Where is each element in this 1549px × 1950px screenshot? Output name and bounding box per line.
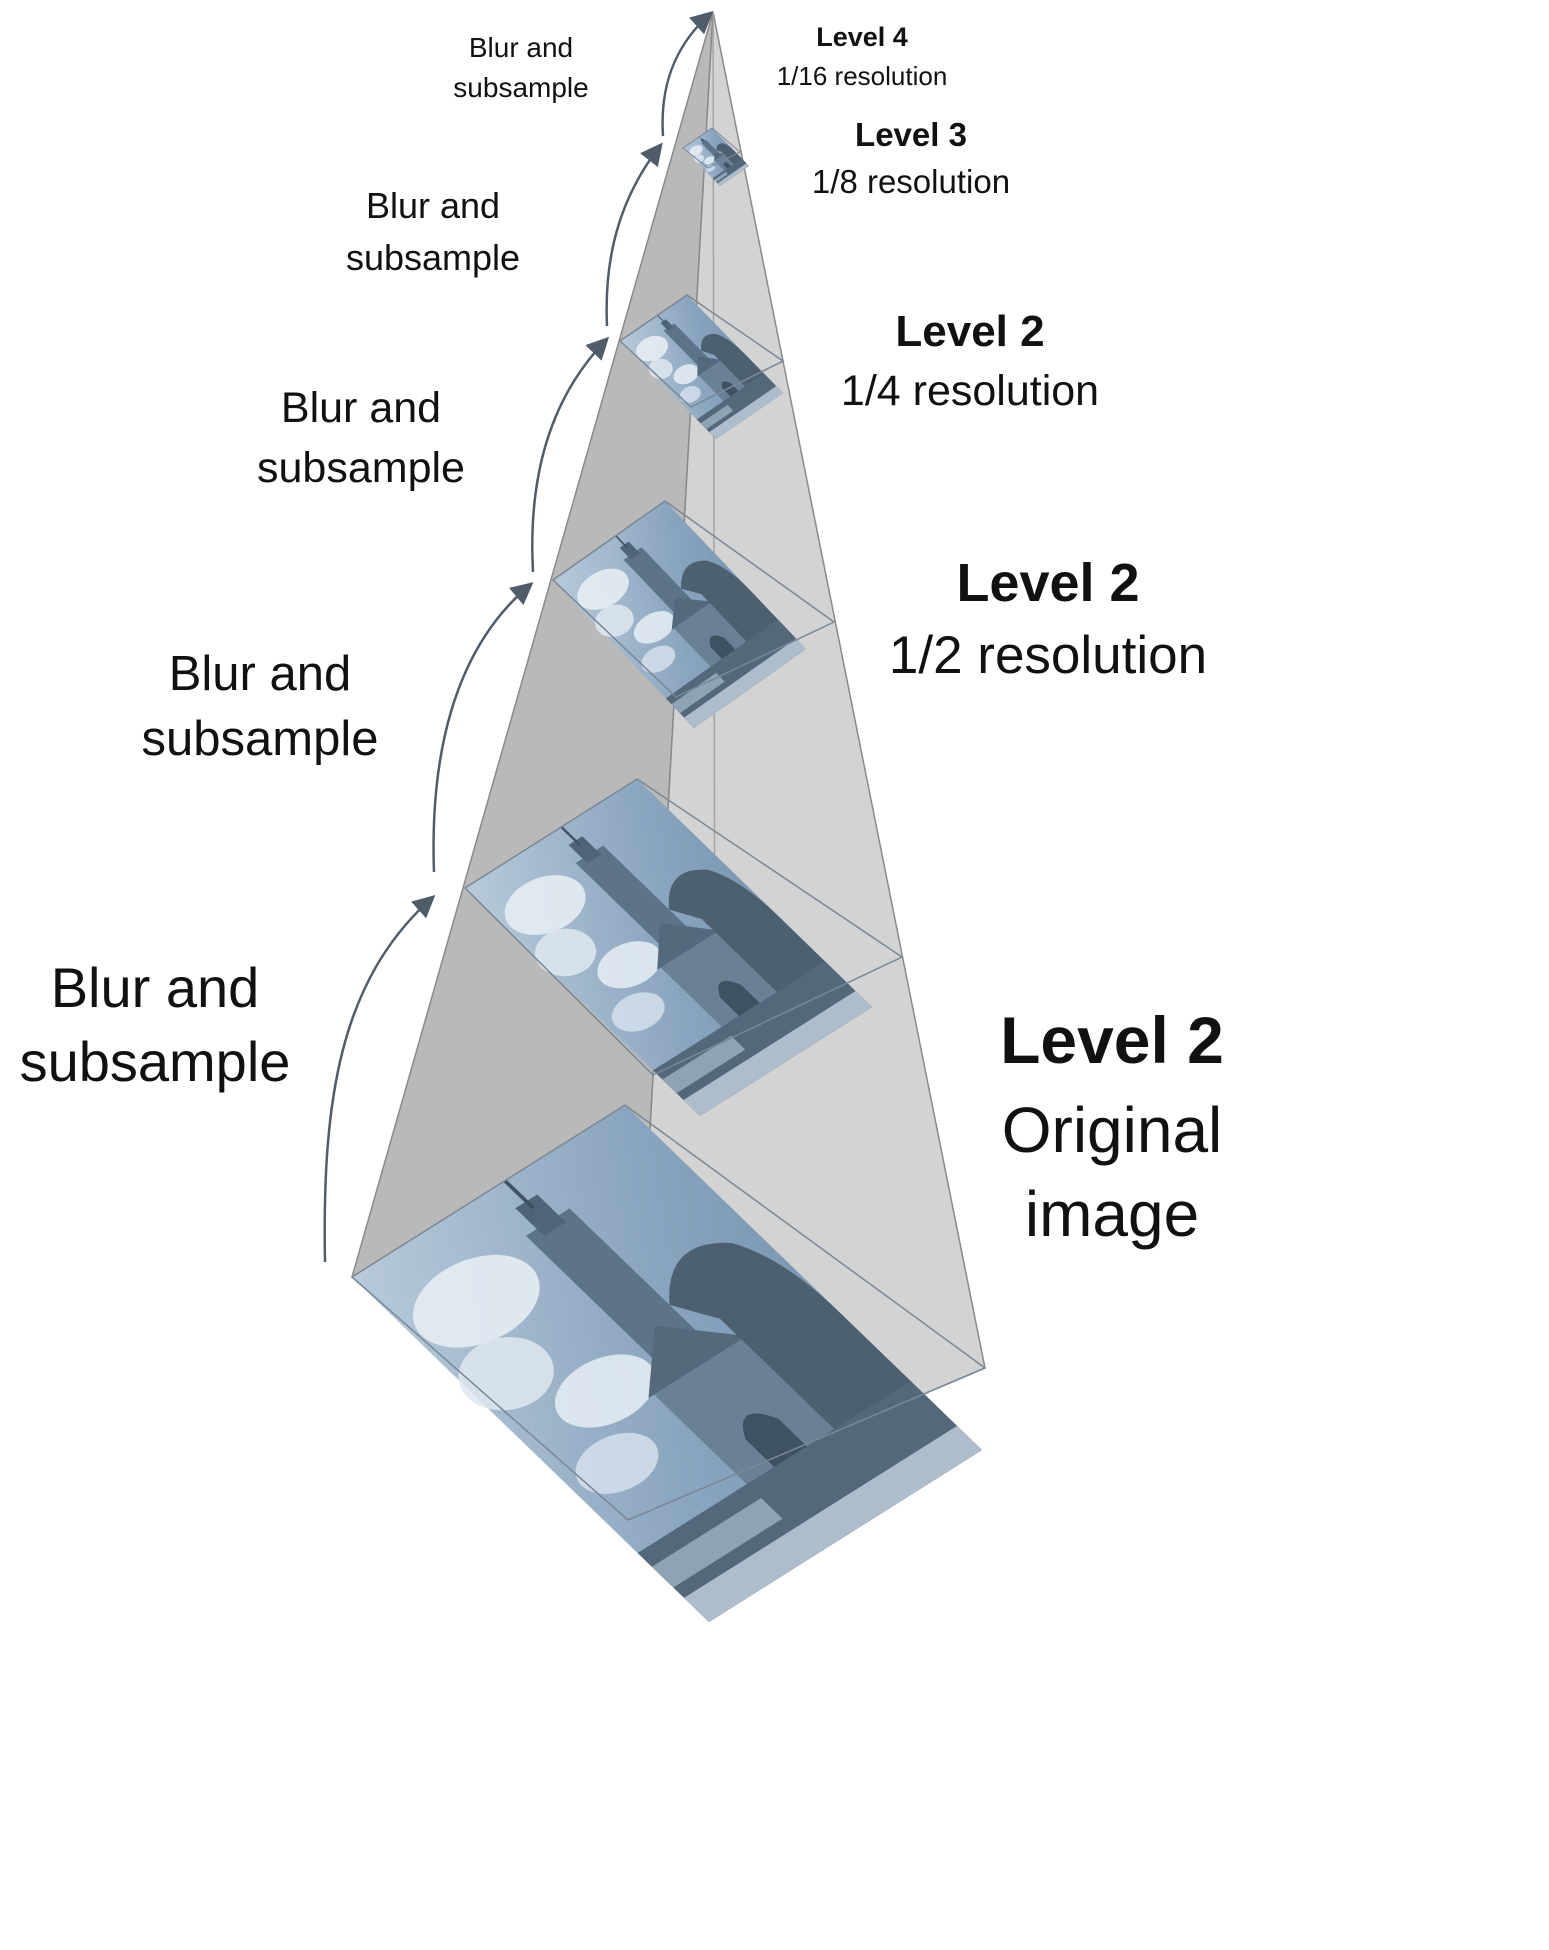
arrow-step-3 — [531, 336, 610, 573]
arrow-step-1 — [323, 895, 436, 1263]
level-quarter-resolution: 1/4 resolution — [841, 367, 1099, 415]
level-sixteenth-title: Level 4 — [816, 22, 908, 52]
arrow-step-2 — [432, 582, 534, 873]
pyramid-layer-original — [347, 1105, 987, 1625]
step-4-label-line1: Blur and — [366, 185, 500, 226]
level-eighth-resolution: 1/8 resolution — [812, 163, 1010, 200]
arrow-step-4 — [605, 142, 663, 327]
step-3-label-line2: subsample — [257, 444, 465, 492]
pyramid-layer-half — [459, 777, 904, 1120]
level-half-resolution: 1/2 resolution — [889, 626, 1207, 685]
step-1-label-line2: subsample — [20, 1030, 291, 1093]
level-quarter-title: Level 2 — [895, 307, 1044, 356]
level-original-title: Level 2 — [1000, 1003, 1224, 1077]
step-labels: Blur and subsample Blur and subsample Bl… — [20, 32, 589, 1093]
step-2-label-line1: Blur and — [169, 647, 352, 701]
level-sixteenth-resolution: 1/16 resolution — [777, 61, 948, 91]
level-original-resolution-line2: image — [1025, 1178, 1199, 1250]
pyramid-layer-eighth — [617, 294, 785, 441]
blur-subsample-arrows — [323, 10, 714, 1263]
pyramid-layer-quarter — [549, 499, 836, 731]
step-3-label-line1: Blur and — [281, 384, 441, 432]
arrow-step-5 — [661, 10, 714, 137]
level-labels: Level 2 Original image Level 2 1/2 resol… — [777, 22, 1224, 1250]
step-1-label-line1: Blur and — [51, 956, 260, 1019]
step-5-label-line1: Blur and — [469, 32, 573, 63]
level-half-title: Level 2 — [956, 553, 1139, 613]
step-2-label-line2: subsample — [142, 712, 379, 766]
step-4-label-line2: subsample — [346, 237, 520, 278]
level-original-resolution-line1: Original — [1002, 1094, 1223, 1166]
level-eighth-title: Level 3 — [855, 116, 967, 153]
pyramid-layer-sixteenth — [682, 127, 750, 187]
step-5-label-line2: subsample — [453, 72, 588, 103]
